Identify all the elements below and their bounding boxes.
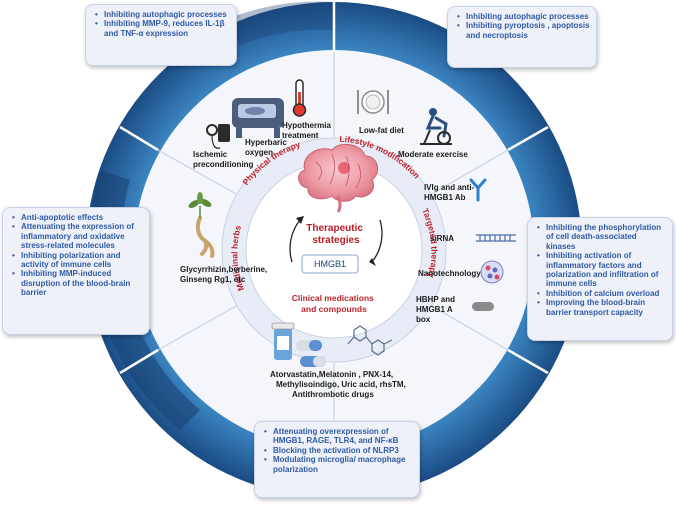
item-hypothermia: Hypothermia treatment [282, 121, 333, 140]
callout-item: Inhibiting autophagic processes [457, 12, 590, 22]
antibody-icon [469, 178, 487, 202]
item-lowfat: Low-fat diet [359, 126, 404, 135]
callout-item: Inhibiting pyroptosis , apoptosis and ne… [457, 21, 590, 40]
callout-item: Improving the blood-brain barrier transp… [537, 298, 666, 317]
callout-item: Modulating microglia/ macrophage polariz… [264, 455, 413, 474]
inner-dividers [157, 52, 509, 450]
callout-item: Inhibiting polarization and activity of … [12, 251, 143, 270]
ischemic-cuff-icon [206, 124, 230, 149]
callout-item: Inhibition of calcium overload [537, 289, 666, 299]
item-exercise: Moderate exercise [398, 150, 468, 159]
ginseng-root-icon [188, 192, 215, 258]
callout-herbs: Anti-apoptotic effects Attenuating the e… [2, 207, 150, 335]
pill-bottle-icon [271, 322, 295, 360]
thermometer-icon [292, 79, 307, 117]
hmgb1-badge-label: HMGB1 [314, 259, 346, 269]
callout-item: Attenuating overexpression of HMGB1, RAG… [264, 427, 413, 446]
cycle-arrowhead-right [369, 258, 376, 266]
molecule-icon [347, 325, 393, 356]
cycle-arrowhead-left [296, 216, 304, 224]
sirna-icon [476, 234, 516, 242]
brain-icon [298, 143, 379, 213]
exercise-bike-icon [420, 108, 452, 145]
callout-targeted: Inhibiting the phosphorylation of cell d… [527, 217, 673, 341]
callout-lifestyle: Inhibiting autophagic processes Inhibiti… [447, 6, 597, 68]
item-hbhp: HBHP and HMGB1 A box [416, 295, 457, 324]
callout-item: Inhibiting the phosphorylation of cell d… [537, 223, 666, 251]
sector-label-clinical: Clinical medications and compounds [292, 293, 377, 314]
capsule-icon [296, 340, 326, 367]
callout-clinical: Attenuating overexpression of HMGB1, RAG… [254, 421, 420, 498]
hyperbaric-chamber-icon [232, 98, 284, 138]
callout-item: Attenuating the expression of inflammato… [12, 222, 143, 250]
center-title: Therapeutic strategies [306, 223, 365, 246]
callout-item: Blocking the activation of NLRP3 [264, 446, 413, 456]
callout-item: Inhibiting MMP-9, reduces IL-1β and TNF-… [95, 19, 230, 38]
hmgb1-badge [301, 254, 359, 274]
callout-physical: Inhibiting autophagic processes Inhibiti… [85, 4, 237, 66]
item-ischemic: Ischemic preconditioning [193, 150, 254, 169]
hbhp-capsule-icon [472, 302, 494, 311]
nanoparticle-icon [480, 260, 504, 284]
item-hyperbaric: Hyperbaric oxygen [245, 138, 289, 157]
callout-item: Inhibiting MMP-induced disruption of the… [12, 269, 143, 297]
plate-icon [357, 90, 389, 114]
item-ivig: IVIg and anti- HMGB1 Ab [424, 183, 476, 202]
cycle-arrow-right [371, 219, 383, 263]
item-herbs: Glycyrrhizin,berberine, Ginseng Rg1, etc [180, 265, 269, 284]
item-nano: Nanotechnology [418, 269, 481, 278]
callout-item: Inhibiting autophagic processes [95, 10, 230, 20]
ring-shadow-top [230, 1, 334, 46]
callout-item: Anti-apoptotic effects [12, 213, 143, 223]
item-sirna: siRNA [430, 234, 454, 243]
item-drugs: Atorvastatin,Melatonin , PNX-14, Methyli… [270, 370, 408, 399]
cycle-arrow-left [289, 219, 301, 263]
callout-item: Inhibiting activation of inflammatory fa… [537, 251, 666, 289]
